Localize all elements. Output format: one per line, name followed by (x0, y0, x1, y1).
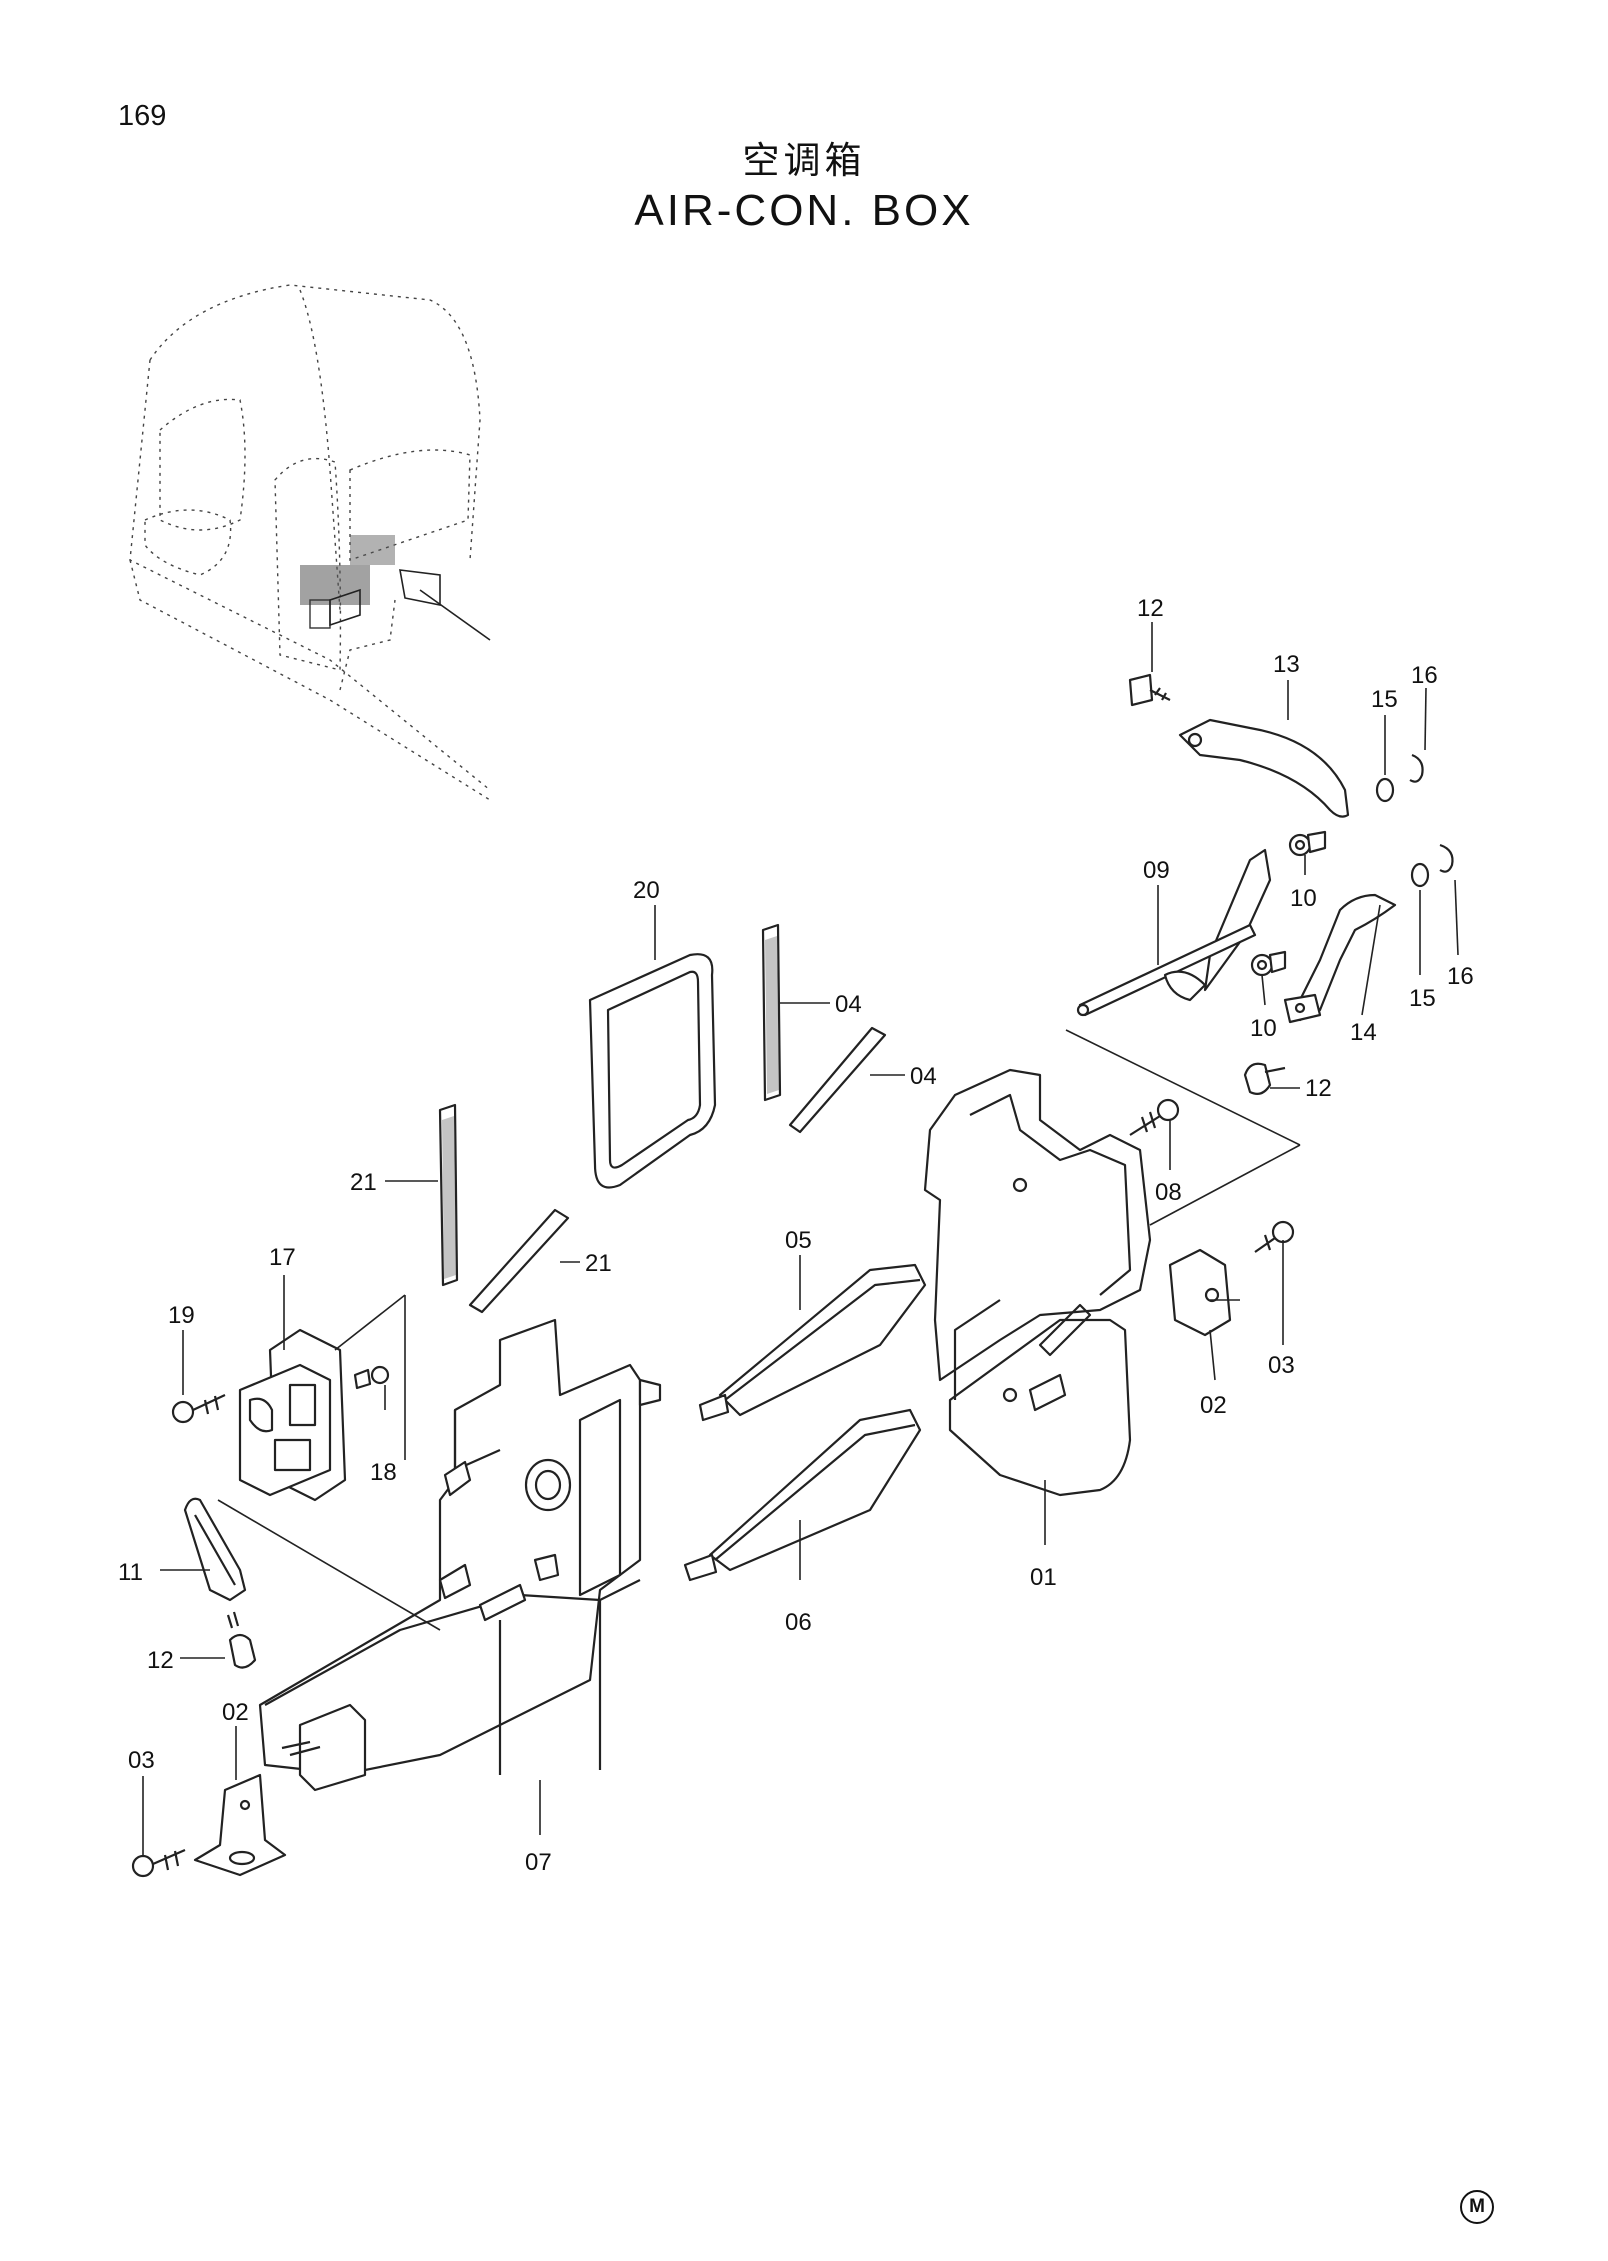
part-03-screw-right (1254, 1220, 1295, 1253)
part-06-filter (683, 1408, 922, 1582)
callout-16-top: 16 (1411, 662, 1438, 689)
part-17-control-unit (238, 1328, 347, 1502)
callout-12-right: 12 (1305, 1075, 1332, 1102)
part-18-nut (353, 1365, 390, 1390)
callout-13: 13 (1273, 651, 1300, 678)
part-03-screw-left (131, 1848, 186, 1878)
diagram-title-chinese: 空调箱 (742, 139, 866, 182)
callout-04-lower: 04 (910, 1063, 937, 1090)
callout-09: 09 (1143, 857, 1170, 884)
callout-15-top: 15 (1371, 686, 1398, 713)
diagram-title: AIR-CON. BOX (634, 186, 974, 235)
part-21-strip-vertical (438, 1103, 459, 1287)
part-02-bracket-right (1168, 1248, 1232, 1337)
callout-14: 14 (1350, 1019, 1377, 1046)
callout-11: 11 (118, 1559, 143, 1586)
callout-04-top: 04 (835, 991, 862, 1018)
part-12-bolt-right (1243, 1062, 1286, 1095)
part-12-bolt-top (1128, 673, 1171, 707)
callout-18: 18 (370, 1459, 397, 1486)
part-09-rod-bracket (1076, 848, 1272, 1017)
callout-10-lower: 10 (1250, 1015, 1277, 1042)
part-16-clip-top (1409, 753, 1424, 783)
part-12-bolt-left (226, 1611, 257, 1669)
part-15-washer-top (1375, 777, 1395, 803)
cab-location-inset (129, 284, 491, 801)
callout-03-left: 03 (128, 1747, 155, 1774)
callout-16-lower: 16 (1447, 963, 1474, 990)
part-20-frame-gasket (588, 953, 717, 1189)
callout-labels: 12 13 15 16 09 10 15 16 10 14 12 20 04 0… (118, 595, 1474, 1876)
part-15-washer-lower (1410, 862, 1430, 888)
part-07-lower-housing (258, 1318, 662, 1792)
part-10-nut-upper (1288, 830, 1327, 857)
part-19-screw (171, 1394, 226, 1424)
part-04-strip-vertical (761, 923, 782, 1102)
corner-mark: M (1460, 2190, 1494, 2224)
callout-05: 05 (785, 1227, 812, 1254)
callout-15-lower: 15 (1409, 985, 1436, 1012)
callout-17: 17 (269, 1244, 296, 1271)
part-01-housing (923, 1068, 1152, 1497)
part-13-lever-plate (1178, 718, 1350, 818)
callout-12-top: 12 (1137, 595, 1164, 622)
callout-02-left: 02 (222, 1699, 249, 1726)
callout-08: 08 (1155, 1179, 1182, 1206)
part-05-filter (698, 1263, 927, 1422)
leader-lines (142, 622, 1459, 1855)
part-14-lever (1283, 893, 1397, 1024)
callout-19: 19 (168, 1302, 195, 1329)
part-11-bracket (183, 1497, 247, 1602)
callout-12-left: 12 (147, 1647, 174, 1674)
callout-21-right: 21 (585, 1250, 612, 1277)
part-21-strip-diagonal (468, 1208, 570, 1314)
page-number: 169 (118, 100, 167, 132)
callout-21-left: 21 (350, 1169, 377, 1196)
part-08-screw (1129, 1098, 1180, 1136)
callout-03-right: 03 (1268, 1352, 1295, 1379)
part-16-clip-lower (1439, 843, 1454, 873)
part-04-strip-diagonal (788, 1026, 887, 1134)
callout-10-upper: 10 (1290, 885, 1317, 912)
callout-06: 06 (785, 1609, 812, 1636)
part-10-nut-lower (1250, 950, 1287, 977)
part-02-bracket-left (193, 1773, 287, 1877)
callout-02-right: 02 (1200, 1392, 1227, 1419)
callout-07: 07 (525, 1849, 552, 1876)
callout-01: 01 (1030, 1564, 1057, 1591)
callout-20: 20 (633, 877, 660, 904)
